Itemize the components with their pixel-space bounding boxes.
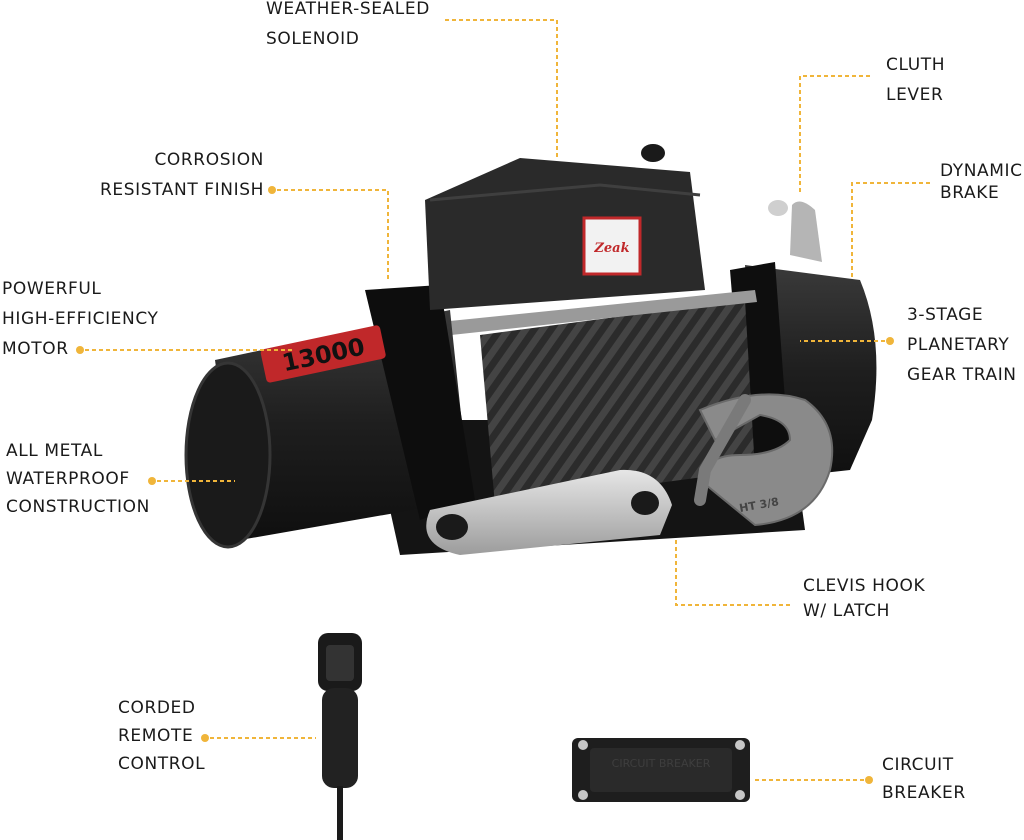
callout-clutch-lever: CLUTH LEVER: [886, 50, 945, 110]
solenoid-cover: [425, 158, 705, 310]
callout-planetary-gear-train: 3-STAGE PLANETARY GEAR TRAIN: [907, 300, 1017, 390]
breaker-text: CIRCUIT BREAKER: [612, 757, 711, 770]
callout-line: MOTOR: [2, 339, 69, 359]
callout-line: CONSTRUCTION: [6, 497, 150, 517]
clutch-lever: [790, 201, 822, 262]
rating-decal: [260, 325, 386, 383]
circuit-breaker: CIRCUIT BREAKER: [572, 738, 750, 802]
corded-remote: [318, 633, 362, 840]
rope-drum: [480, 300, 755, 505]
terminal-cap: [641, 144, 665, 162]
callout-line: WATERPROOF: [6, 469, 130, 489]
callout-line: DYNAMIC: [940, 161, 1023, 181]
callout-line: HIGH-EFFICIENCY: [2, 309, 159, 329]
callout-line: CONTROL: [118, 754, 206, 774]
callout-line: CLEVIS HOOK: [803, 576, 926, 596]
hook-latch: [694, 394, 751, 506]
callout-line: GEAR TRAIN: [907, 365, 1017, 385]
callout-dynamic-brake: DYNAMIC BRAKE: [940, 160, 1023, 204]
callout-line: BRAKE: [940, 183, 1000, 203]
brand-badge-text: Zeak: [593, 241, 629, 256]
callout-line: REMOTE: [118, 726, 194, 746]
callout-corrosion-resistant-finish: CORROSION RESISTANT FINISH: [94, 145, 264, 205]
callout-weather-sealed-solenoid: WEATHER-SEALED SOLENOID: [266, 0, 430, 54]
callout-line: ALL METAL: [6, 441, 103, 461]
callout-line: POWERFUL: [2, 279, 102, 299]
callout-all-metal-construction: ALL METAL WATERPROOF CONSTRUCTION: [6, 437, 150, 521]
callout-clevis-hook: CLEVIS HOOK W/ LATCH: [803, 574, 925, 624]
callout-line: CIRCUIT: [882, 755, 954, 775]
motor-end-cap: [184, 361, 272, 549]
callout-line: 3-STAGE: [907, 305, 984, 325]
remote-handle: [322, 688, 358, 788]
callout-line: CORROSION: [154, 150, 264, 170]
callout-line: W/ LATCH: [803, 601, 890, 621]
callout-circuit-breaker: CIRCUIT BREAKER: [882, 751, 966, 807]
leader-lines: [76, 19, 930, 784]
brand-badge: [582, 216, 642, 276]
callout-line: PLANETARY: [907, 335, 1010, 355]
callout-line: WEATHER-SEALED: [266, 0, 430, 19]
left-end-plate: [365, 285, 475, 520]
callout-powerful-motor: POWERFUL HIGH-EFFICIENCY MOTOR: [2, 274, 159, 364]
callout-line: LEVER: [886, 85, 944, 105]
winch: 13000 Zeak HT 3/8: [184, 144, 877, 555]
tie-rod: [440, 290, 757, 336]
callout-line: BREAKER: [882, 783, 966, 803]
callout-line: CORDED: [118, 698, 196, 718]
callout-corded-remote-control: CORDED REMOTE CONTROL: [118, 694, 205, 778]
callout-line: CLUTH: [886, 55, 946, 75]
callout-line: SOLENOID: [266, 29, 360, 49]
callout-line: RESISTANT FINISH: [99, 180, 264, 200]
hawse-fairlead: [426, 469, 672, 555]
